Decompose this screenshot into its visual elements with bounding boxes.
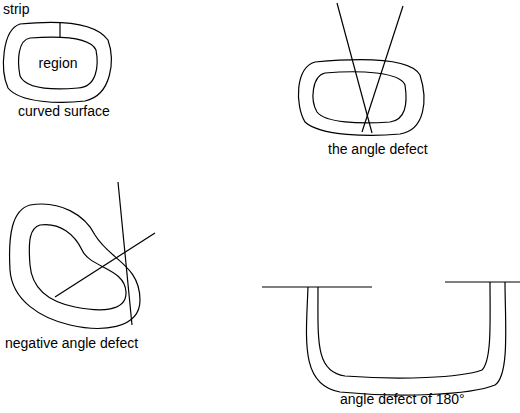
figure-caption: the angle defect bbox=[328, 141, 428, 158]
strip-outer-edge bbox=[298, 60, 424, 136]
tangent-line bbox=[362, 6, 403, 132]
strip-inner-edge bbox=[19, 37, 98, 89]
strip-inner-edge bbox=[313, 72, 406, 123]
tangent-line bbox=[55, 233, 155, 297]
region-label: region bbox=[39, 55, 78, 72]
strip-inner-edge bbox=[29, 225, 126, 310]
figure-caption: negative angle defect bbox=[5, 335, 138, 352]
tangent-line bbox=[445, 281, 520, 282]
figure-caption: angle defect of 180° bbox=[340, 391, 465, 408]
strip-outer-edge bbox=[4, 22, 112, 102]
strip-outer-edge bbox=[10, 204, 140, 328]
tangent-line bbox=[262, 286, 372, 287]
strip-inner-edge bbox=[318, 282, 490, 378]
strip-cut-line bbox=[59, 23, 60, 38]
strip-label: strip bbox=[3, 1, 29, 18]
tangent-line bbox=[337, 3, 372, 133]
strip-outer-edge bbox=[306, 282, 505, 395]
figure-caption: curved surface bbox=[18, 103, 110, 120]
tangent-line bbox=[118, 182, 132, 325]
region-outline: region bbox=[18, 37, 98, 89]
